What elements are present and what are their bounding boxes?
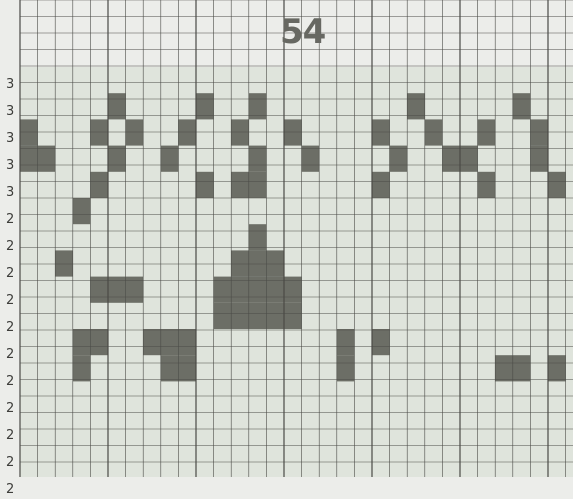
stitch-cell: [530, 119, 548, 145]
row-label: 3: [6, 103, 18, 121]
row-label: 2: [6, 238, 18, 256]
stitch-cell: [249, 224, 267, 250]
stitch-cell: [161, 355, 179, 381]
stitch-cell: [442, 146, 460, 172]
stitch-cell: [38, 146, 56, 172]
stitch-cell: [90, 172, 108, 198]
stitch-cell: [90, 329, 108, 355]
stitch-cell: [161, 329, 179, 355]
stitch-cell: [372, 172, 390, 198]
row-label: 2: [6, 292, 18, 310]
stitch-cell: [126, 119, 144, 145]
row-label: 3: [6, 76, 18, 94]
stitch-cell: [372, 119, 390, 145]
stitch-cell: [178, 355, 196, 381]
stitch-cell: [231, 172, 249, 198]
stitch-cell: [231, 119, 249, 145]
row-label: 2: [6, 265, 18, 283]
stitch-cell: [548, 172, 566, 198]
stitch-cell: [478, 119, 496, 145]
stitch-cell: [55, 250, 73, 276]
row-label: 3: [6, 157, 18, 175]
stitch-cell: [284, 303, 302, 329]
stitch-cell: [231, 250, 249, 276]
stitch-cell: [90, 119, 108, 145]
stitch-cell: [249, 250, 267, 276]
stitch-cell: [20, 146, 38, 172]
row-label: 3: [6, 130, 18, 148]
stitch-cell: [337, 355, 355, 381]
stitch-cell: [249, 172, 267, 198]
row-label: 2: [6, 454, 18, 472]
stitch-cell: [425, 119, 443, 145]
stitch-cell: [178, 119, 196, 145]
row-label: 3: [6, 184, 18, 202]
stitch-cell: [266, 250, 284, 276]
stitch-cell: [478, 172, 496, 198]
stitch-cell: [231, 303, 249, 329]
stitch-cell: [530, 146, 548, 172]
stitch-cell: [249, 146, 267, 172]
stitch-cell: [460, 146, 478, 172]
stitch-cell: [495, 355, 513, 381]
stitch-cell: [513, 355, 531, 381]
stitch-cell: [73, 198, 91, 224]
row-label: 2: [6, 400, 18, 418]
stitch-cell: [143, 329, 161, 355]
stitch-cell: [372, 329, 390, 355]
row-label: 2: [6, 427, 18, 445]
stitch-cell: [266, 303, 284, 329]
stitch-cell: [196, 172, 214, 198]
row-label: 2: [6, 373, 18, 391]
stitch-cell: [249, 303, 267, 329]
row-label: 2: [6, 481, 18, 499]
stitch-cell: [548, 355, 566, 381]
stitch-cell: [337, 329, 355, 355]
row-label: 2: [6, 211, 18, 229]
stitch-cell: [73, 355, 91, 381]
stitch-cell: [214, 303, 232, 329]
row-label: 2: [6, 319, 18, 337]
stitch-cell: [20, 119, 38, 145]
stitch-cell: [178, 329, 196, 355]
knitting-chart: [0, 0, 573, 477]
stitch-cell: [284, 119, 302, 145]
stitch-cell: [302, 146, 320, 172]
stitch-cell: [390, 146, 408, 172]
stitch-cell: [161, 146, 179, 172]
stitch-cell: [108, 146, 126, 172]
chart-number: 54: [280, 12, 325, 52]
row-label: 2: [6, 346, 18, 364]
stitch-cell: [73, 329, 91, 355]
